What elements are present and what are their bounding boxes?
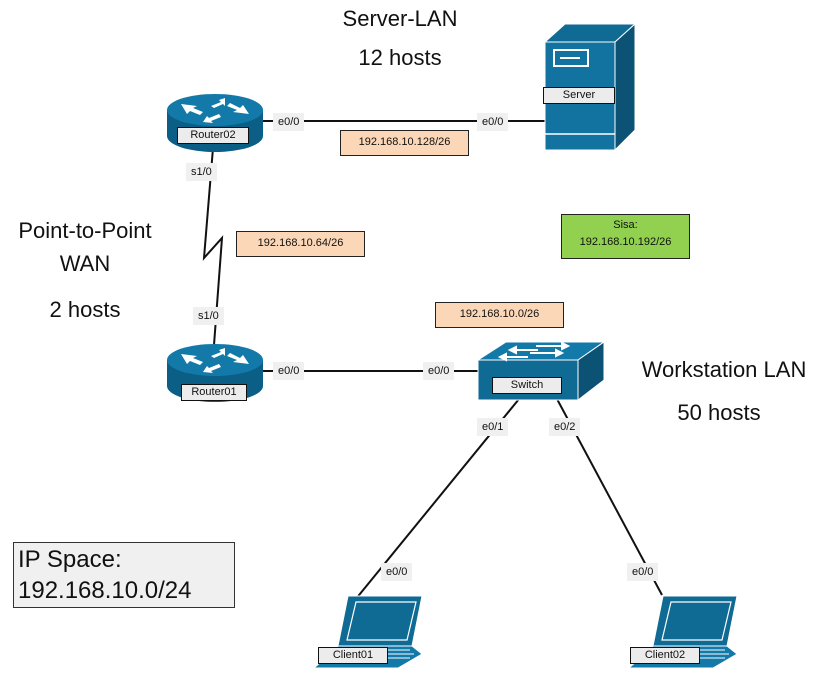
port-switch-e0-1: e0/1 [477, 418, 509, 436]
port-server-e0-0: e0/0 [477, 113, 509, 131]
server[interactable]: Server [540, 22, 640, 154]
ip-space-value: 192.168.10.0/24 [18, 577, 192, 604]
port-router01-e0-0: e0/0 [273, 362, 305, 380]
client01[interactable]: Client01 [310, 592, 430, 672]
server-lan-hosts: 12 hosts [358, 45, 442, 70]
client02[interactable]: Client02 [625, 592, 745, 672]
client02-label: Client02 [630, 647, 700, 664]
port-client02-e0-0: e0/0 [627, 563, 659, 581]
port-router02-s1-0: s1/0 [186, 163, 217, 181]
router-icon [167, 94, 263, 152]
workstation-lan-title: Workstation LAN [641, 357, 807, 382]
sisa-label: Sisa: [613, 219, 638, 231]
switch-label: Switch [492, 377, 562, 394]
port-router02-e0-0: e0/0 [273, 113, 305, 131]
server-label: Server [543, 87, 615, 104]
server-lan-title: Server-LAN [342, 6, 458, 31]
port-client01-e0-0: e0/0 [381, 563, 413, 581]
router01-label: Router01 [181, 384, 247, 401]
router01[interactable]: Router01 [165, 338, 265, 408]
ip-space-label: IP Space: [18, 546, 122, 573]
switch[interactable]: Switch [476, 340, 606, 402]
subnet-workstation-lan: 192.168.10.0/26 [435, 302, 564, 328]
port-switch-e0-0: e0/0 [423, 362, 455, 380]
workstation-lan-hosts: 50 hosts [677, 400, 761, 425]
ip-space-box: IP Space: 192.168.10.0/24 [13, 542, 235, 608]
port-switch-e0-2: e0/2 [549, 418, 581, 436]
link-router02-router01-serial [202, 147, 224, 346]
wan-title-line1: Point-to-Point [18, 218, 152, 243]
wan-title-line2: WAN [59, 251, 111, 276]
router02[interactable]: Router02 [165, 88, 265, 158]
client01-label: Client01 [318, 647, 388, 664]
sisa-subnet-box: Sisa: 192.168.10.192/26 [561, 214, 690, 259]
subnet-server-lan: 192.168.10.128/26 [340, 130, 469, 156]
router02-label: Router02 [177, 127, 249, 144]
sisa-subnet: 192.168.10.192/26 [579, 236, 672, 248]
subnet-wan: 192.168.10.64/26 [236, 231, 365, 257]
port-router01-s1-0: s1/0 [193, 307, 224, 325]
wan-hosts: 2 hosts [49, 297, 121, 322]
